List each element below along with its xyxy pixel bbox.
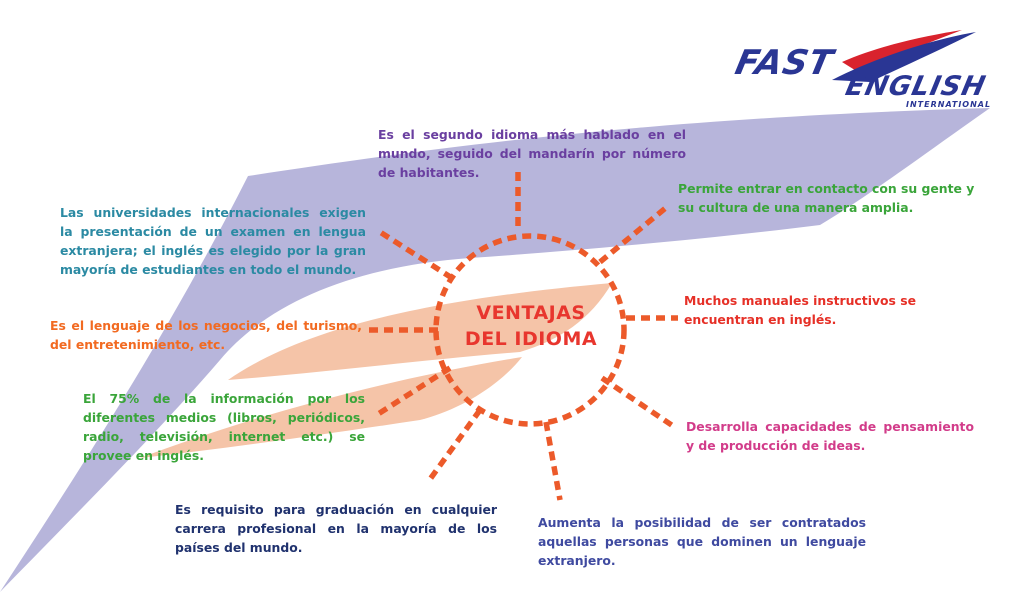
point-manuales: Muchos manuales instructivos se encuentr…	[684, 293, 917, 327]
logo-fast-text: FAST	[731, 43, 838, 83]
point-graduacion: Es requisito para graduación en cualquie…	[175, 502, 497, 555]
ray-bottom-left	[425, 408, 483, 484]
point-contacto-cultura: Permite entrar en contacto con su gente …	[678, 181, 975, 215]
center-title-line2: DEL IDIOMA	[464, 328, 598, 350]
logo-english-text: ENGLISH	[842, 71, 989, 102]
center-title-line1: VENTAJAS	[476, 302, 586, 324]
logo-international-text: INTERNATIONAL	[906, 100, 992, 109]
point-negocios: Es el lenguaje de los negocios, del turi…	[50, 318, 362, 352]
lavender-swoosh	[0, 108, 990, 592]
point-contratados: Aumenta la posibilidad de ser contratado…	[538, 515, 866, 568]
point-segundo-idioma: Es el segundo idioma más hablado en el m…	[378, 127, 686, 180]
ray-bottom-right	[600, 375, 678, 431]
point-universidades: Las universidades internacionales exigen…	[60, 205, 366, 277]
ray-bottom-mid	[543, 421, 563, 501]
logo-wing-blue	[832, 32, 976, 82]
peach-band-lower	[140, 357, 522, 458]
point-informacion: El 75% de la información por los diferen…	[83, 391, 365, 463]
center-title: VENTAJAS DEL IDIOMA	[436, 300, 626, 352]
point-capacidades: Desarrolla capacidades de pensamiento y …	[686, 419, 974, 453]
sun-circle	[433, 233, 627, 427]
